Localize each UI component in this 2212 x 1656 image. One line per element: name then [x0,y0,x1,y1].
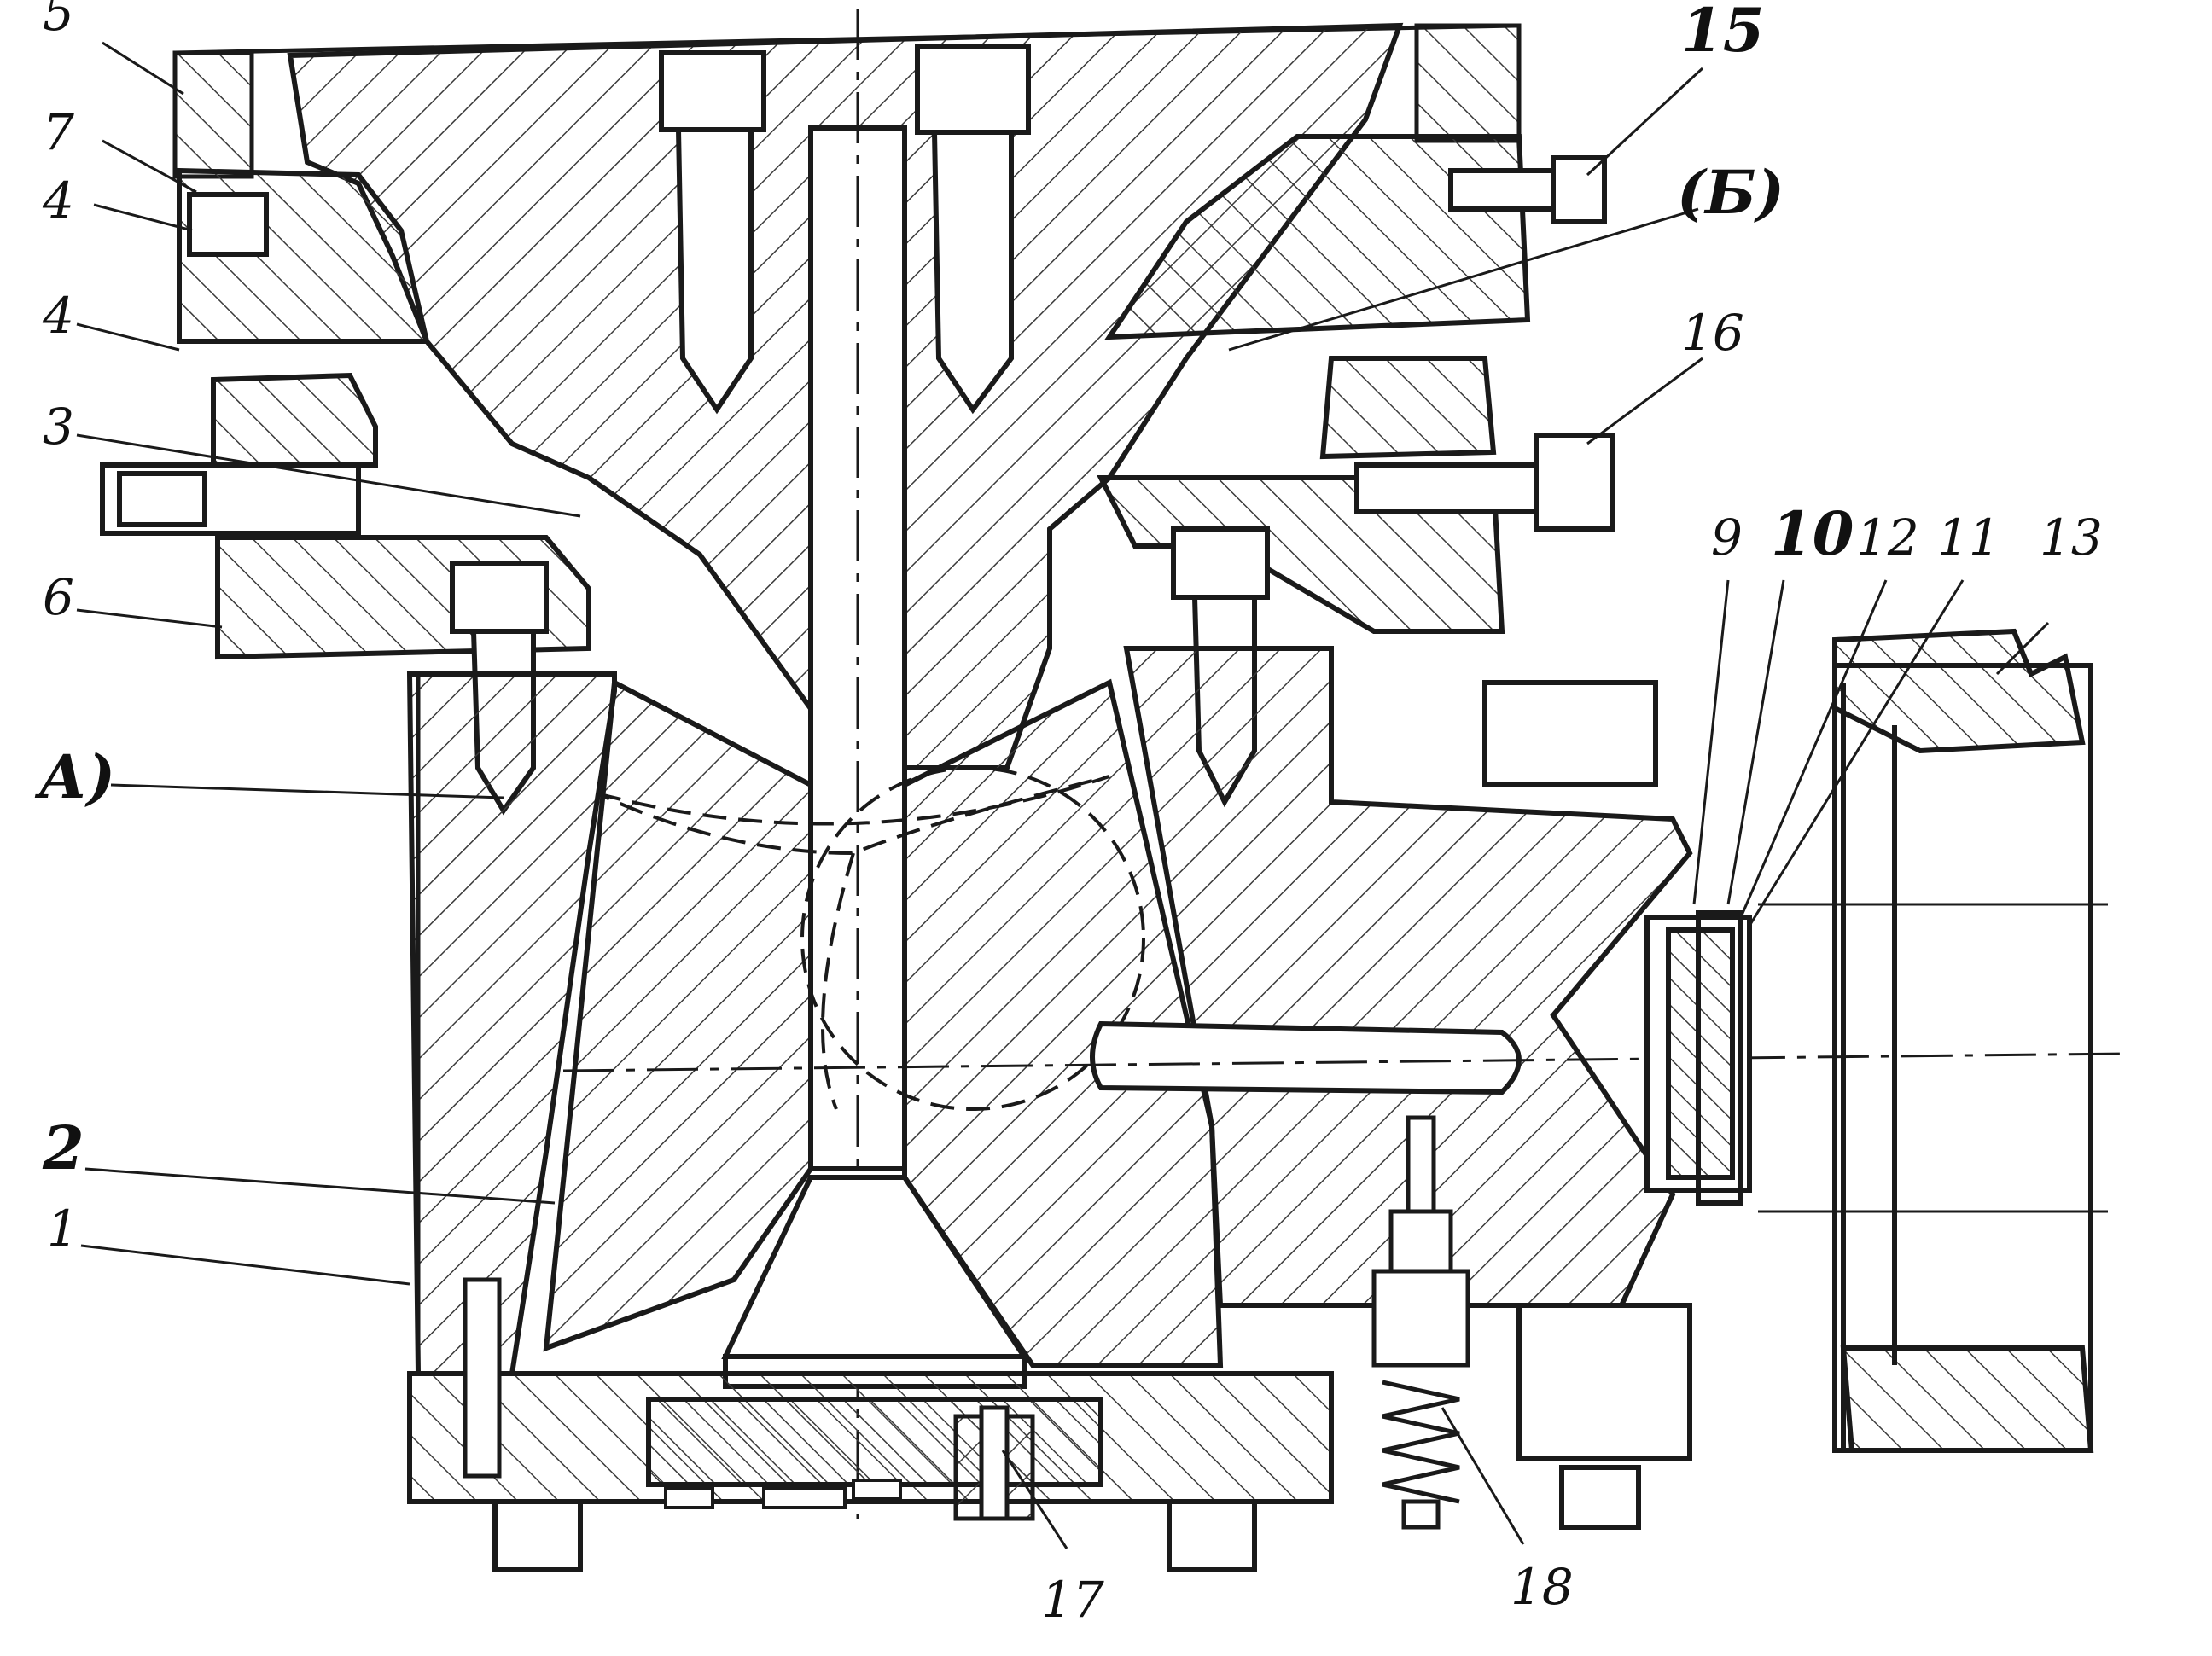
label-13: 13 [2040,508,2103,567]
right-housing [1758,628,2108,1453]
label-10: 10 [1771,498,1854,569]
label-11: 11 [1937,508,2000,567]
lower-mold-block [406,646,1693,1376]
label-5: 5 [43,0,74,42]
right-upper-plate [1097,134,1531,634]
guide-pin [463,1277,502,1479]
bolt-16 [1354,433,1615,532]
label-1: 1 [47,1200,79,1258]
filter-assembly [1644,910,1752,1206]
nozzle-pin [562,1020,2126,1095]
left-clamp-upper [177,167,430,344]
upper-bolts [659,44,1031,415]
part-17 [953,1405,1035,1521]
label-18: 18 [1511,1558,1574,1616]
label-16: 16 [1681,304,1744,362]
bottom-screws [664,1479,902,1509]
bolt-15 [1448,155,1607,224]
label-6: 6 [43,568,74,626]
label-17: 17 [1041,1571,1104,1629]
part-labels: 5 7 4 4 3 6 А) 2 1 15 (Б) 16 9 10 12 11 … [34,0,2103,1629]
label-7: 7 [43,103,74,161]
right-lower-clamp [1482,680,1692,1530]
label-9: 9 [1711,508,1743,567]
label-a: А) [34,741,115,812]
label-4-upper: 4 [42,171,74,230]
label-15: 15 [1681,0,1764,66]
cavity-outline [597,766,1145,1111]
base-plate [407,1371,1334,1572]
label-2: 2 [42,1113,84,1183]
label-b: (Б) [1677,157,1784,228]
label-3: 3 [43,398,74,456]
part-18-spring [1371,1115,1470,1530]
label-12: 12 [1856,508,1919,567]
label-4-lower: 4 [42,287,74,345]
leader-lines [76,41,2050,1549]
